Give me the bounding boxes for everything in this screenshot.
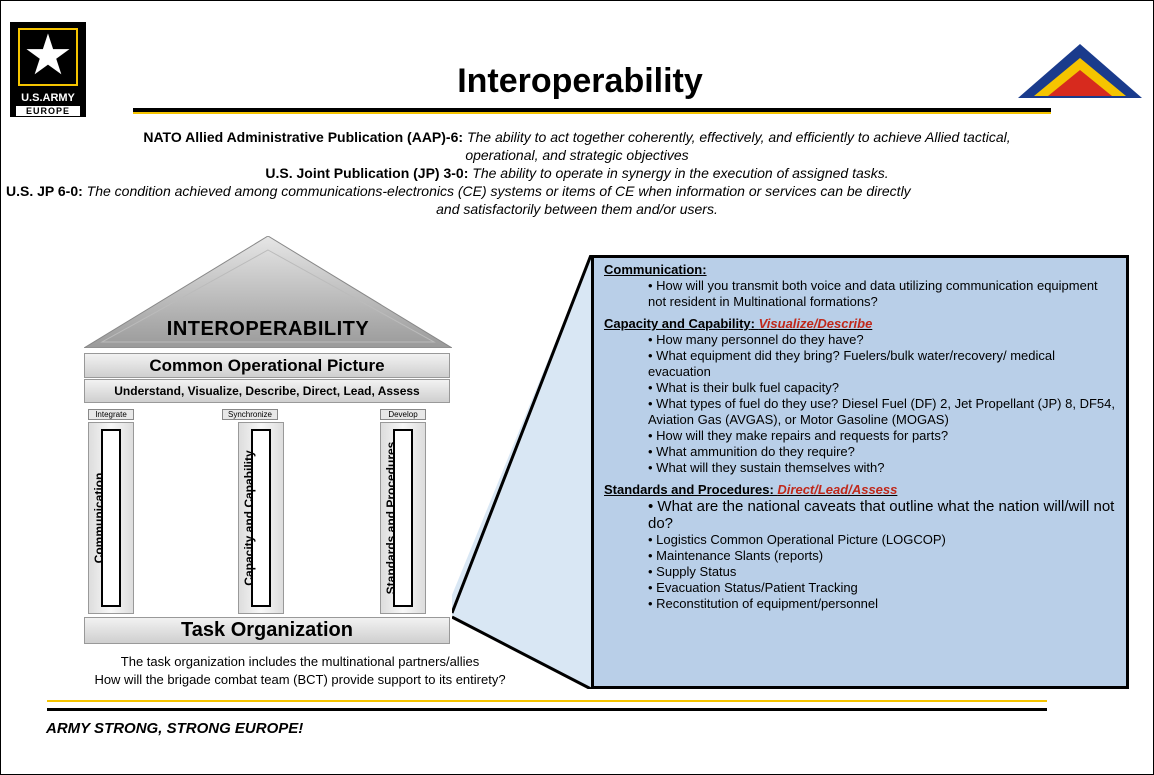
list-item: Supply Status	[648, 564, 1116, 580]
roof-label: INTEROPERABILITY	[166, 318, 370, 340]
heading-sub: Direct/Lead/Assess	[777, 482, 898, 497]
heading-text: Standards and Procedures	[604, 482, 770, 497]
pillar-label: Capacity and Capability	[242, 450, 256, 586]
definition-nato: NATO Allied Administrative Publication (…	[0, 128, 1154, 146]
list-item: What are the national caveats that outli…	[648, 498, 1116, 532]
pillar-label: Standards and Procedures	[384, 441, 398, 595]
definition-text: and satisfactorily between them and/or u…	[436, 201, 718, 217]
roof-triangle	[84, 236, 452, 348]
definition-source: U.S. JP 6-0:	[6, 183, 83, 199]
pillar-standards: Standards and Procedures	[380, 422, 426, 614]
pillar-inner	[393, 429, 413, 607]
list-item: What ammunition do they require?	[648, 444, 1116, 460]
caption-line: The task organization includes the multi…	[120, 654, 480, 669]
capacity-heading: Capacity and Capability: Visualize/Descr…	[604, 316, 873, 331]
communication-list: How will you transmit both voice and dat…	[604, 278, 1116, 310]
definition-nato-cont: operational, and strategic objectives	[0, 146, 1154, 164]
logo-line2: EUROPE	[16, 106, 80, 116]
pillar-tag-develop: Develop	[380, 409, 426, 420]
details-panel: Communication: How will you transmit bot…	[591, 255, 1129, 689]
list-item: How will they make repairs and requests …	[648, 428, 1116, 444]
pillar-capacity: Capacity and Capability	[238, 422, 284, 614]
standards-list: Logistics Common Operational Picture (LO…	[604, 532, 1116, 612]
pillar-communication: Communication	[88, 422, 134, 614]
definitions: NATO Allied Administrative Publication (…	[0, 128, 1154, 218]
pillar-tag-synchronize: Synchronize	[222, 409, 278, 420]
pillar-inner	[101, 429, 121, 607]
footer-rule	[47, 708, 1047, 711]
callout-connector	[452, 255, 591, 689]
list-item: What will they sustain themselves with?	[648, 460, 1116, 476]
definition-text: The ability to act together coherently, …	[466, 129, 1011, 145]
list-item: Maintenance Slants (reports)	[648, 548, 1116, 564]
page-title: Interoperability	[457, 62, 703, 100]
pillar-tag-integrate: Integrate	[88, 409, 134, 420]
functions-bar: Understand, Visualize, Describe, Direct,…	[84, 379, 450, 403]
us-army-europe-logo: ★ U.S.ARMY EUROPE	[10, 22, 86, 117]
definition-source: U.S. Joint Publication (JP) 3-0:	[265, 165, 469, 181]
definition-text: operational, and strategic objectives	[465, 147, 689, 163]
standards-lead-list: What are the national caveats that outli…	[604, 498, 1116, 532]
definition-jp30: U.S. Joint Publication (JP) 3-0: The abi…	[0, 164, 1154, 182]
definition-jp60-cont: and satisfactorily between them and/or u…	[0, 200, 1154, 218]
definition-source: NATO Allied Administrative Publication (…	[143, 129, 464, 145]
list-item: How will you transmit both voice and dat…	[648, 278, 1116, 310]
caption-line: How will the brigade combat team (BCT) p…	[94, 672, 506, 687]
definition-jp60: U.S. JP 6-0: The condition achieved amon…	[0, 182, 1154, 200]
list-item: Logistics Common Operational Picture (LO…	[648, 532, 1116, 548]
capacity-list: How many personnel do they have? What eq…	[604, 332, 1116, 476]
list-item: Evacuation Status/Patient Tracking	[648, 580, 1116, 596]
insignia-red	[1048, 70, 1112, 96]
star-icon: ★	[10, 22, 86, 90]
list-item: What types of fuel do they use? Diesel F…	[648, 396, 1116, 428]
communication-heading: Communication:	[604, 262, 707, 277]
pillar-inner	[251, 429, 271, 607]
heading-text: Capacity and Capability	[604, 316, 751, 331]
logo-line1: U.S.ARMY	[21, 92, 75, 104]
definition-text: The ability to operate in synergy in the…	[472, 165, 889, 181]
task-organization-bar: Task Organization	[84, 617, 450, 644]
list-item: How many personnel do they have?	[648, 332, 1116, 348]
title-rule-gold	[133, 112, 1051, 114]
list-item: Reconstitution of equipment/personnel	[648, 596, 1116, 612]
common-operational-picture-bar: Common Operational Picture	[84, 353, 450, 378]
heading-sub: Visualize/Describe	[758, 316, 873, 331]
diagram-caption: The task organization includes the multi…	[40, 653, 560, 689]
definition-text: The condition achieved among communicati…	[86, 183, 911, 199]
footer-rule-gold	[47, 700, 1047, 702]
list-item: What is their bulk fuel capacity?	[648, 380, 1116, 396]
list-item: What equipment did they bring? Fuelers/b…	[648, 348, 1116, 380]
footer-slogan: ARMY STRONG, STRONG EUROPE!	[46, 720, 304, 737]
pillar-label: Communication	[92, 472, 106, 564]
title-rule	[133, 108, 1051, 112]
standards-heading: Standards and Procedures: Direct/Lead/As…	[604, 482, 898, 497]
